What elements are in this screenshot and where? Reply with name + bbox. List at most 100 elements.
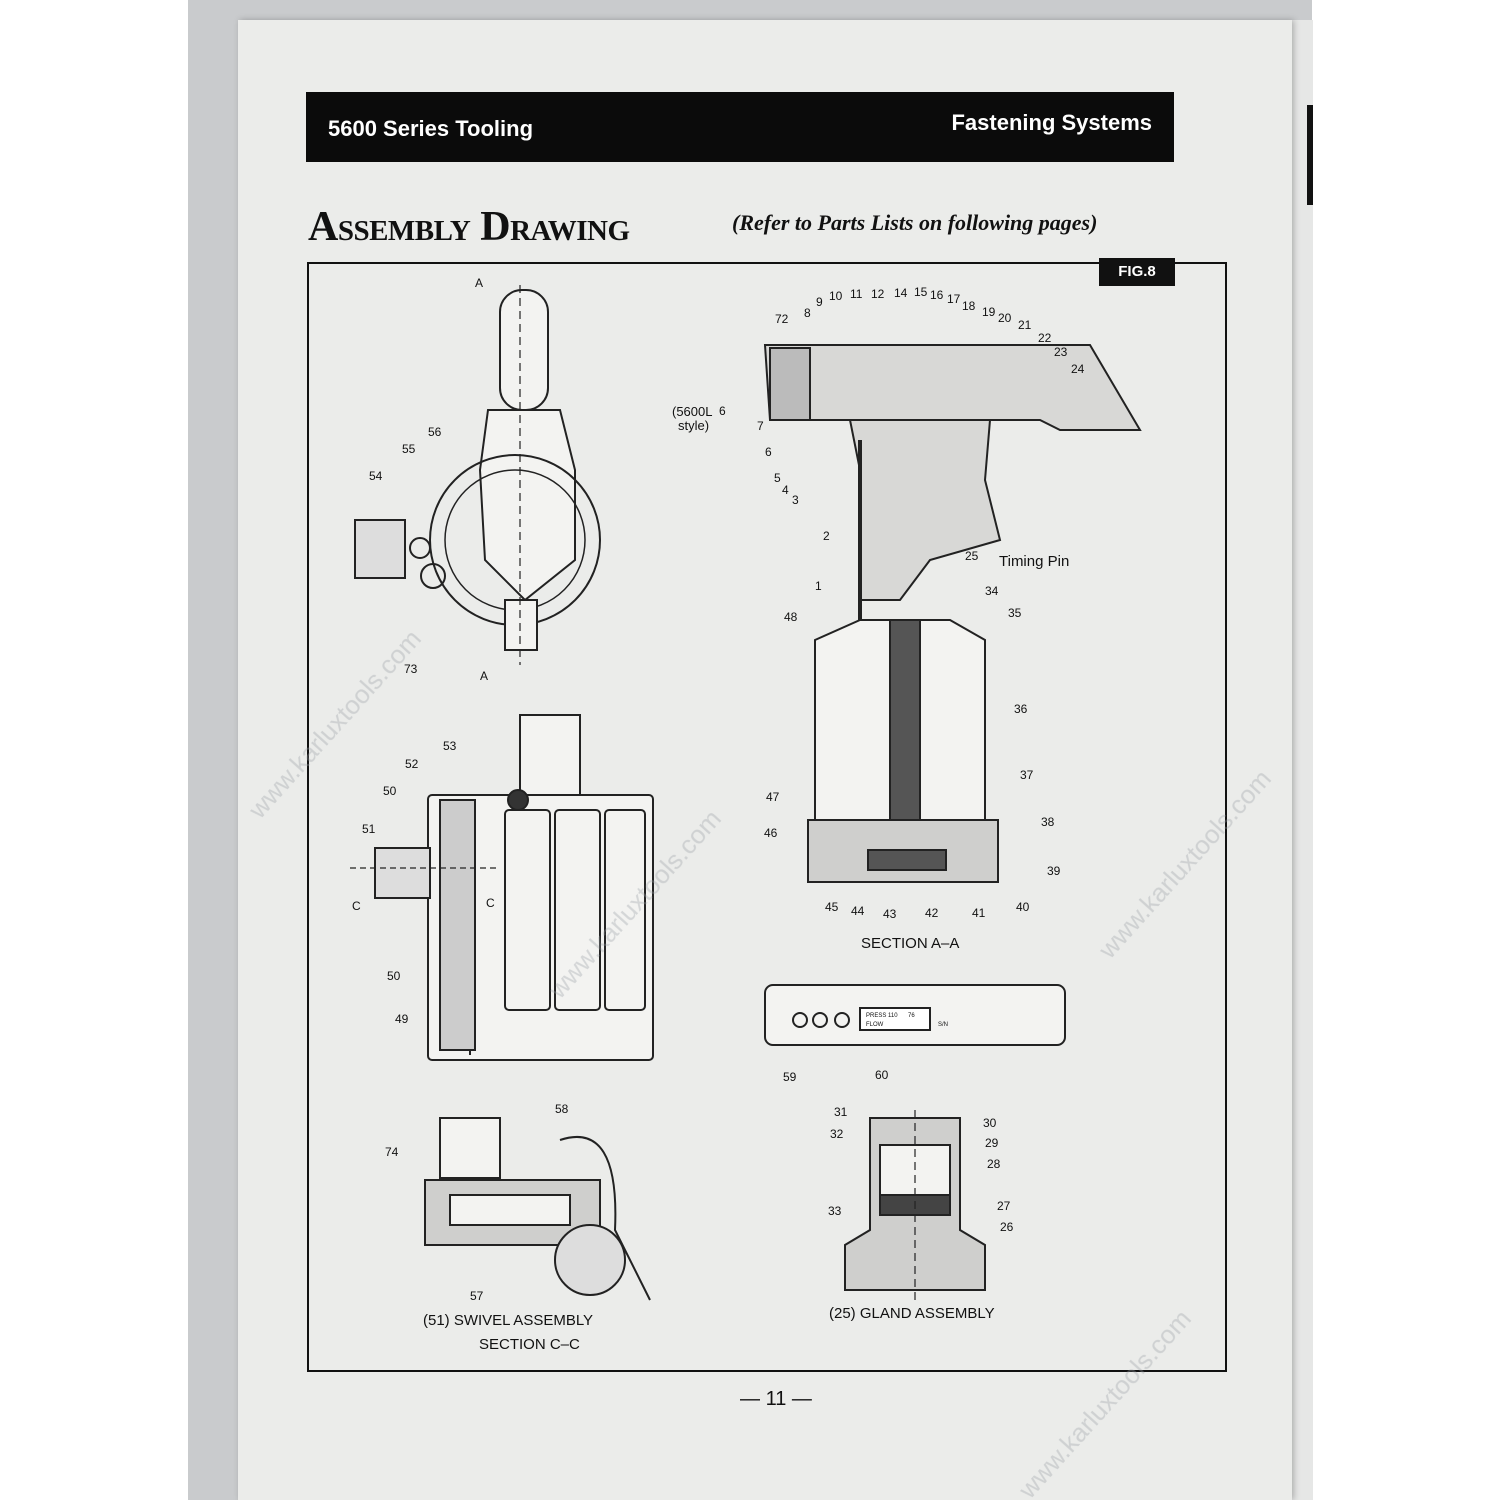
callout-36: 36	[1014, 702, 1028, 716]
caption-section-cc: SECTION C–C	[479, 1336, 580, 1353]
callout-30: 30	[983, 1116, 997, 1130]
callout-74: 74	[385, 1145, 399, 1159]
caption-section-aa: SECTION A–A	[861, 935, 960, 952]
watermark-left: www.karluxtools.com	[241, 624, 426, 825]
callout-6a: 6	[719, 404, 726, 418]
figure-label: FIG.8	[1099, 258, 1175, 286]
callout-c-right: C	[486, 896, 495, 910]
callout-39: 39	[1047, 864, 1061, 878]
callout-41: 41	[972, 906, 986, 920]
callout-21: 21	[1018, 318, 1032, 332]
callout-1: 1	[815, 579, 822, 593]
callout-a-top: A	[475, 276, 483, 290]
callout-15: 15	[914, 285, 928, 299]
callout-25: 25	[965, 549, 979, 563]
callout-59: 59	[783, 1070, 797, 1084]
side-view-drawing	[350, 714, 654, 1061]
callout-40: 40	[1016, 900, 1030, 914]
callout-22: 22	[1038, 331, 1052, 345]
facing-page-header-edge	[1307, 105, 1313, 205]
callout-27: 27	[997, 1199, 1011, 1213]
nameplate-serial-label: S/N	[938, 1022, 948, 1028]
drawing-frame	[307, 262, 1227, 1372]
callout-45: 45	[825, 900, 839, 914]
callout-5: 5	[774, 471, 781, 485]
callout-18: 18	[962, 299, 976, 313]
callout-57: 57	[470, 1289, 484, 1303]
callout-29: 29	[985, 1136, 999, 1150]
page-header-bar: 5600 Series Tooling Fastening Systems	[306, 92, 1174, 162]
caption-gland-assembly: (25) GLAND ASSEMBLY	[829, 1305, 995, 1322]
callout-72: 72	[775, 312, 789, 326]
page-subtitle: (Refer to Parts Lists on following pages…	[732, 210, 1098, 235]
caption-5600l-style-line2: style)	[678, 418, 710, 433]
callout-48: 48	[784, 610, 798, 624]
nameplate-press-label: PRESS	[866, 1013, 886, 1019]
callout-52: 52	[405, 757, 419, 771]
callout-46: 46	[764, 826, 778, 840]
callout-28: 28	[987, 1157, 1001, 1171]
background-right	[1312, 0, 1500, 1500]
callout-53: 53	[443, 739, 457, 753]
nameplate-flow-label: FLOW	[866, 1022, 884, 1028]
callout-55: 55	[402, 442, 416, 456]
callout-56: 56	[428, 425, 442, 439]
callout-43: 43	[883, 907, 897, 921]
callout-38: 38	[1041, 815, 1055, 829]
callout-32: 32	[830, 1127, 844, 1141]
callout-60: 60	[875, 1068, 889, 1082]
callout-8: 8	[804, 306, 811, 320]
nameplate-flow-value: 76	[908, 1013, 915, 1019]
nameplate-press-value: 110	[888, 1013, 898, 1019]
page-title: Assembly Drawing	[308, 204, 630, 250]
callout-44: 44	[851, 904, 865, 918]
header-section-title: Fastening Systems	[951, 110, 1152, 135]
callout-47: 47	[766, 790, 780, 804]
callout-a-bottom: A	[480, 669, 488, 683]
caption-5600l-style-line1: (5600L	[672, 404, 713, 419]
watermark-group: www.karluxtools.com www.karluxtools.com …	[241, 624, 1276, 1500]
callout-12: 12	[871, 287, 885, 301]
callout-35: 35	[1008, 606, 1022, 620]
watermark-bottom: www.karluxtools.com	[1011, 1304, 1196, 1500]
callout-19: 19	[982, 305, 996, 319]
callout-58: 58	[555, 1102, 569, 1116]
callout-50b: 50	[387, 969, 401, 983]
callout-2: 2	[823, 529, 830, 543]
callout-23: 23	[1054, 345, 1068, 359]
header-series-title: 5600 Series Tooling	[328, 116, 534, 141]
watermark-right: www.karluxtools.com	[1091, 764, 1276, 965]
callout-31: 31	[834, 1105, 848, 1119]
swivel-drawing	[424, 1117, 651, 1301]
callout-11: 11	[850, 287, 863, 301]
callout-73: 73	[404, 662, 418, 676]
background-left	[0, 0, 188, 1500]
callout-26: 26	[1000, 1220, 1014, 1234]
callout-37: 37	[1020, 768, 1034, 782]
caption-swivel-assembly: (51) SWIVEL ASSEMBLY	[423, 1312, 594, 1329]
callout-labels: A A 54 55 56 73 53 52 50 51 C C 50 49 72…	[352, 276, 1085, 1303]
callout-50a: 50	[383, 784, 397, 798]
callout-c-left: C	[352, 899, 361, 913]
page-number: — 11 —	[740, 1388, 812, 1410]
callout-49: 49	[395, 1012, 409, 1026]
callout-54: 54	[369, 469, 383, 483]
callout-20: 20	[998, 311, 1012, 325]
callout-24: 24	[1071, 362, 1085, 376]
callout-16: 16	[930, 288, 944, 302]
callout-9: 9	[816, 295, 823, 309]
section-aa-drawing	[763, 344, 1142, 883]
callout-33: 33	[828, 1204, 842, 1218]
gland-drawing	[844, 1110, 986, 1300]
callout-6b: 6	[765, 445, 772, 459]
page-number-value: 11	[765, 1388, 787, 1410]
callout-3: 3	[792, 493, 799, 507]
callout-51: 51	[362, 822, 376, 836]
callout-42: 42	[925, 906, 939, 920]
caption-timing-pin: Timing Pin	[999, 553, 1070, 570]
callout-14: 14	[894, 286, 908, 300]
callout-34: 34	[985, 584, 999, 598]
top-view-drawing	[354, 285, 601, 665]
nameplate-drawing	[764, 984, 1066, 1046]
